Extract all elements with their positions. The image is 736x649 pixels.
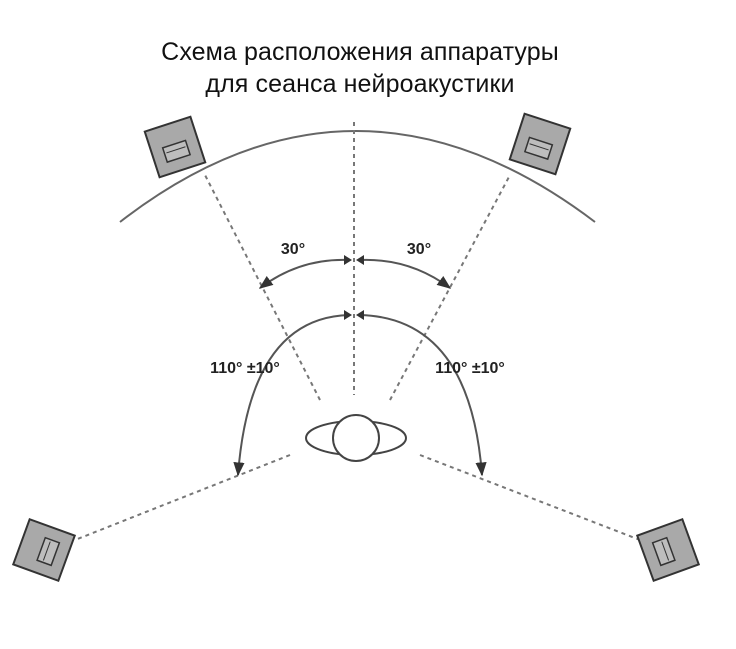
speaker-icon-front-right bbox=[508, 112, 572, 176]
label-front-left-angle: 30° bbox=[281, 241, 305, 258]
front-right-angle-arrow bbox=[359, 258, 452, 289]
label-surround-left-angle: 110° ±10° bbox=[210, 360, 280, 377]
surround-arc-center-marker bbox=[344, 310, 364, 320]
speaker-icon-surround-right bbox=[635, 517, 701, 583]
diagram-title: Схема расположения аппаратуры для сеанса… bbox=[0, 36, 720, 100]
surround-left-angle-arrow bbox=[233, 314, 350, 477]
label-surround-right-angle: 110° ±10° bbox=[435, 360, 505, 377]
surround-right-angle-arrow bbox=[359, 314, 487, 477]
front-left-axis-line bbox=[204, 174, 321, 401]
speaker-icon-front-left bbox=[143, 115, 207, 179]
front-left-angle-arrow bbox=[258, 258, 350, 289]
listener-head-icon bbox=[305, 414, 407, 462]
front-right-axis-line bbox=[389, 174, 511, 401]
title-line-1: Схема расположения аппаратуры bbox=[161, 38, 559, 66]
outer-arc bbox=[119, 130, 596, 223]
label-front-right-angle: 30° bbox=[407, 241, 431, 258]
title-line-2: для сеанса нейроакустики bbox=[205, 70, 515, 98]
surround-right-axis-line bbox=[419, 454, 641, 541]
surround-left-axis-line bbox=[74, 454, 291, 541]
speaker-icon-surround-left bbox=[11, 517, 77, 583]
front-arc-center-marker bbox=[344, 255, 364, 265]
